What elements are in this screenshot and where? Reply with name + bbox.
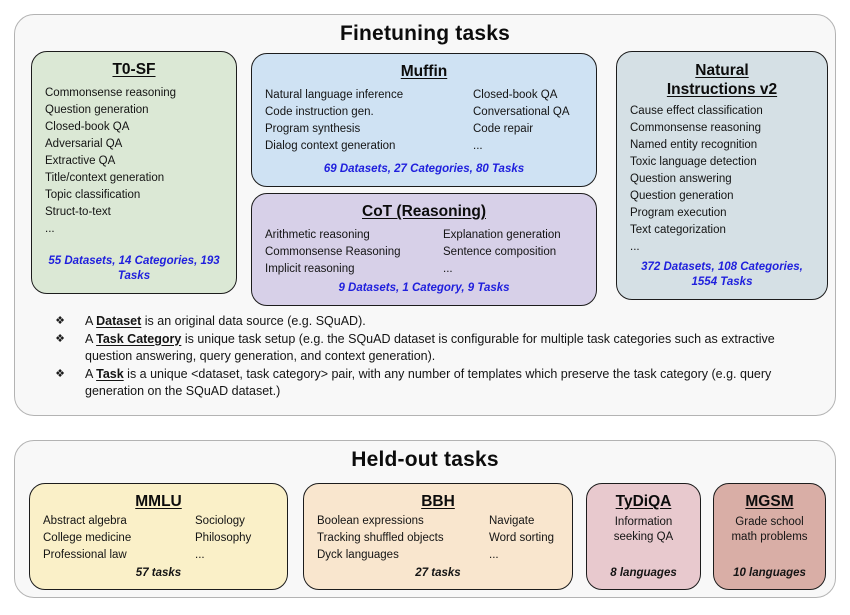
task-item: ...: [630, 241, 640, 253]
mgsm-title: MGSM: [745, 493, 794, 510]
task-item: Question generation: [45, 104, 149, 116]
task-item: Professional law: [43, 549, 127, 561]
mmlu-stats: 57 tasks: [135, 567, 182, 579]
task-item: Toxic language detection: [630, 156, 757, 168]
finetuning-tasks-panel: Finetuning tasks T0-SF Commonsense reaso…: [14, 14, 836, 416]
note-text: A Task Category is unique task setup (e.…: [85, 331, 775, 364]
task-item: Philosophy: [195, 532, 252, 544]
task-item: Program execution: [630, 207, 727, 219]
task-item: Dialog context generation: [265, 140, 396, 152]
diamond-bullet-icon: ❖: [55, 367, 65, 380]
task-item: Boolean expressions: [317, 515, 424, 527]
mgsm-box: MGSM Grade school math problems 10 langu…: [713, 483, 826, 590]
niv2-title: Natural Instructions v2: [666, 62, 778, 98]
task-item: ...: [473, 140, 483, 152]
task-item: Closed-book QA: [473, 89, 558, 101]
task-item: Named entity recognition: [630, 139, 758, 151]
task-item: Question answering: [630, 173, 732, 185]
tydiqa-description: Information seeking QA: [613, 516, 674, 543]
muffin-title: Muffin: [400, 63, 448, 80]
note-dataset: ❖ A Dataset is an original data source (…: [41, 313, 819, 331]
cot-stats: 9 Datasets, 1 Category, 9 Tasks: [338, 282, 510, 294]
task-item: ...: [195, 549, 205, 561]
task-item: Question generation: [630, 190, 734, 202]
t0sf-box: T0-SF Commonsense reasoning Question gen…: [31, 51, 237, 294]
bbh-title: BBH: [421, 493, 455, 510]
mgsm-description: Grade school math problems: [731, 516, 808, 543]
task-item: Conversational QA: [473, 106, 570, 118]
cot-task-list: Arithmetic reasoning Commonsense Reasoni…: [252, 227, 596, 278]
task-item: Implicit reasoning: [265, 263, 355, 275]
heldout-tasks-title: Held-out tasks: [351, 448, 499, 471]
mmlu-box: MMLU Abstract algebra College medicine P…: [29, 483, 288, 590]
task-item: College medicine: [43, 532, 132, 544]
task-item: Dyck languages: [317, 549, 399, 561]
task-item: Explanation generation: [443, 229, 561, 241]
note-term: Dataset: [96, 314, 142, 328]
task-item: Sociology: [195, 515, 245, 527]
task-item: Abstract algebra: [43, 515, 127, 527]
bbh-box: BBH Boolean expressions Tracking shuffle…: [303, 483, 573, 590]
task-item: Commonsense reasoning: [45, 87, 177, 99]
task-item: Word sorting: [489, 532, 554, 544]
muffin-box: Muffin Natural language inference Code i…: [251, 53, 597, 187]
cot-reasoning-box: CoT (Reasoning) Arithmetic reasoning Com…: [251, 193, 597, 306]
task-item: ...: [45, 223, 55, 235]
task-item: Title/context generation: [45, 172, 165, 184]
note-term: Task: [96, 366, 124, 381]
mmlu-task-list: Abstract algebra College medicine Profes…: [30, 513, 287, 564]
t0sf-task-list: Commonsense reasoning Question generatio…: [32, 85, 236, 238]
note-text: A Dataset is an original data source (e.…: [85, 314, 366, 328]
task-item: Closed-book QA: [45, 121, 130, 133]
natural-instructions-v2-box: Natural Instructions v2 Cause effect cla…: [616, 51, 828, 300]
diamond-bullet-icon: ❖: [55, 332, 65, 345]
task-item: Text categorization: [630, 224, 726, 236]
task-item: Code instruction gen.: [265, 106, 374, 118]
mmlu-title: MMLU: [135, 493, 182, 510]
task-item: Commonsense reasoning: [630, 122, 762, 134]
task-item: Commonsense Reasoning: [265, 246, 401, 258]
niv2-stats: 372 Datasets, 108 Categories, 1554 Tasks: [641, 261, 803, 288]
t0sf-title: T0-SF: [112, 61, 156, 78]
t0sf-stats: 55 Datasets, 14 Categories, 193 Tasks: [48, 255, 220, 282]
bbh-task-list: Boolean expressions Tracking shuffled ob…: [304, 513, 572, 564]
note-task-category: ❖ A Task Category is unique task setup (…: [41, 331, 819, 366]
tydiqa-box: TyDiQA Information seeking QA 8 language…: [586, 483, 701, 590]
task-item: Code repair: [473, 123, 534, 135]
task-item: Navigate: [489, 515, 535, 527]
task-item: Sentence composition: [443, 246, 557, 258]
heldout-tasks-panel: Held-out tasks MMLU Abstract algebra Col…: [14, 440, 836, 598]
task-item: Struct-to-text: [45, 206, 111, 218]
tydiqa-stats: 8 languages: [610, 567, 677, 579]
task-item: ...: [489, 549, 499, 561]
task-item: Cause effect classification: [630, 105, 763, 117]
mgsm-stats: 10 languages: [733, 567, 806, 579]
muffin-stats: 69 Datasets, 27 Categories, 80 Tasks: [323, 163, 525, 175]
note-task: ❖ A Task is a unique <dataset, task cate…: [41, 366, 819, 401]
note-text: A Task is a unique <dataset, task catego…: [85, 366, 772, 399]
task-item: ...: [443, 263, 453, 275]
task-item: Natural language inference: [265, 89, 404, 101]
task-item: Program synthesis: [265, 123, 361, 135]
task-item: Arithmetic reasoning: [265, 229, 370, 241]
definition-notes: ❖ A Dataset is an original data source (…: [41, 313, 819, 401]
task-item: Extractive QA: [45, 155, 116, 167]
note-term: Task Category: [96, 331, 182, 346]
finetuning-tasks-title: Finetuning tasks: [339, 22, 511, 45]
tydiqa-title: TyDiQA: [615, 493, 672, 510]
task-item: Topic classification: [45, 189, 141, 201]
task-item: Tracking shuffled objects: [317, 532, 444, 544]
cot-title: CoT (Reasoning): [362, 203, 486, 220]
diamond-bullet-icon: ❖: [55, 315, 65, 327]
task-item: Adversarial QA: [45, 138, 123, 150]
bbh-stats: 27 tasks: [415, 567, 461, 579]
niv2-task-list: Cause effect classification Commonsense …: [617, 103, 827, 256]
muffin-task-list: Natural language inference Code instruct…: [252, 87, 596, 155]
